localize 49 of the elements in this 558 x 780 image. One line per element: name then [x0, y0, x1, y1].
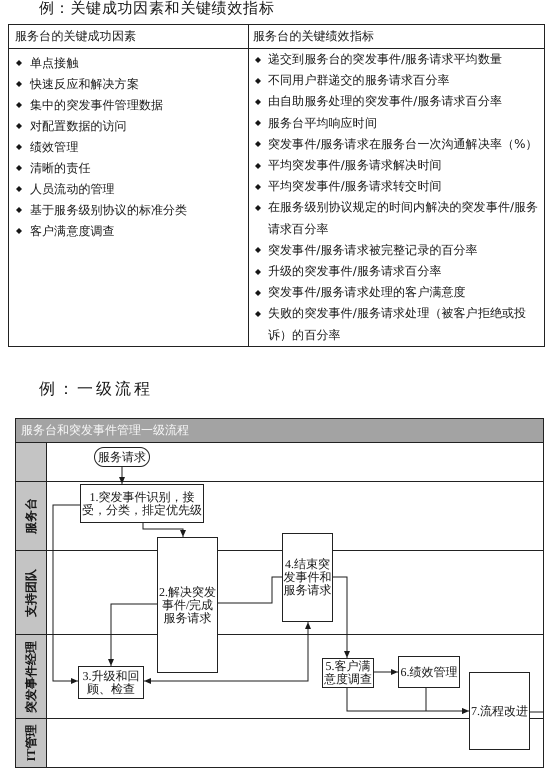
arrow [426, 688, 470, 714]
lane-header: 服务台 [16, 482, 47, 550]
list-item: 人员流动的管理 [30, 180, 116, 198]
connector-line [218, 576, 282, 604]
list-item: 失败的突发事件/服务请求处理（被客户拒绝或投诉）的百分率 [268, 305, 528, 344]
lane-header: IT管理 [16, 719, 47, 767]
start-terminator: 服务请求 [94, 447, 150, 467]
list-item: 平均突发事件/服务请求转交时间 [268, 178, 443, 196]
arrow [374, 669, 398, 675]
list-item: 对配置数据的访问 [30, 118, 128, 134]
lane-header [16, 443, 47, 481]
arrow [119, 466, 125, 484]
column-header: 服务台的关键成功因素 [15, 29, 136, 43]
list-item: 由自助服务处理的突发事件/服务请求百分率 [268, 93, 504, 110]
list-item: 突发事件/服务请求在服务台一次沟通解决率（%） [268, 136, 539, 153]
process-box: 5.客户满意度调查 [322, 658, 374, 688]
process-box: 6.绩效管理 [398, 656, 460, 688]
list-item: 突发事件/服务请求被完整记录的百分率 [268, 242, 479, 259]
arrow [144, 622, 311, 684]
column-header: 服务台的关键绩效指标 [253, 29, 374, 43]
list-item: 平均突发事件/服务请求解决时间 [268, 157, 443, 174]
list-item: 客户满意度调查 [30, 222, 116, 240]
arrow [108, 604, 158, 666]
list-item: 不同用户群递交的服务请求百分率 [268, 72, 450, 90]
list-item: 集中的突发事件管理数据 [30, 96, 164, 114]
list-item: 绩效管理 [30, 138, 80, 156]
swimlane-pool [15, 418, 544, 768]
process-box: 7.流程改进 [469, 672, 530, 750]
arrow [142, 522, 186, 538]
process-box: 1.突发事件识别，接受，分类，排定优先级 [80, 484, 204, 523]
list-item: 基于服务级别协议的标准分类 [30, 202, 188, 218]
heading: 例：一级流程 [39, 380, 153, 400]
list-item: 服务台平均响应时间 [268, 114, 378, 132]
list-item: 升级的突发事件/服务请求百分率 [268, 263, 443, 280]
list-item: 递交到服务台的突发事件/服务请求平均数量 [268, 51, 504, 68]
list-item: 突发事件/服务请求处理的客户满意度 [268, 284, 467, 302]
arrow [332, 576, 350, 658]
heading: 例：关键成功因素和关键绩效指标 [39, 0, 274, 18]
arrow [52, 504, 80, 684]
lane-header: 突发事件经理 [16, 635, 47, 718]
list-item: 单点接触 [30, 54, 80, 72]
list-item: 清晰的责任 [30, 160, 92, 176]
list-item: 在服务级别协议规定的时间内解决的突发事件/服务请求百分率 [268, 199, 540, 238]
process-box: 3.升级和回顾、检查 [78, 666, 144, 699]
lane-header: 支持团队 [16, 551, 47, 634]
process-box: 2.解决突发事件/完成服务请求 [157, 537, 218, 673]
list-item: 快速反应和解决方案 [30, 76, 140, 92]
pool-title: 服务台和突发事件管理一级流程 [16, 419, 543, 442]
process-box: 4.结束突发事件和服务请求 [282, 533, 333, 622]
